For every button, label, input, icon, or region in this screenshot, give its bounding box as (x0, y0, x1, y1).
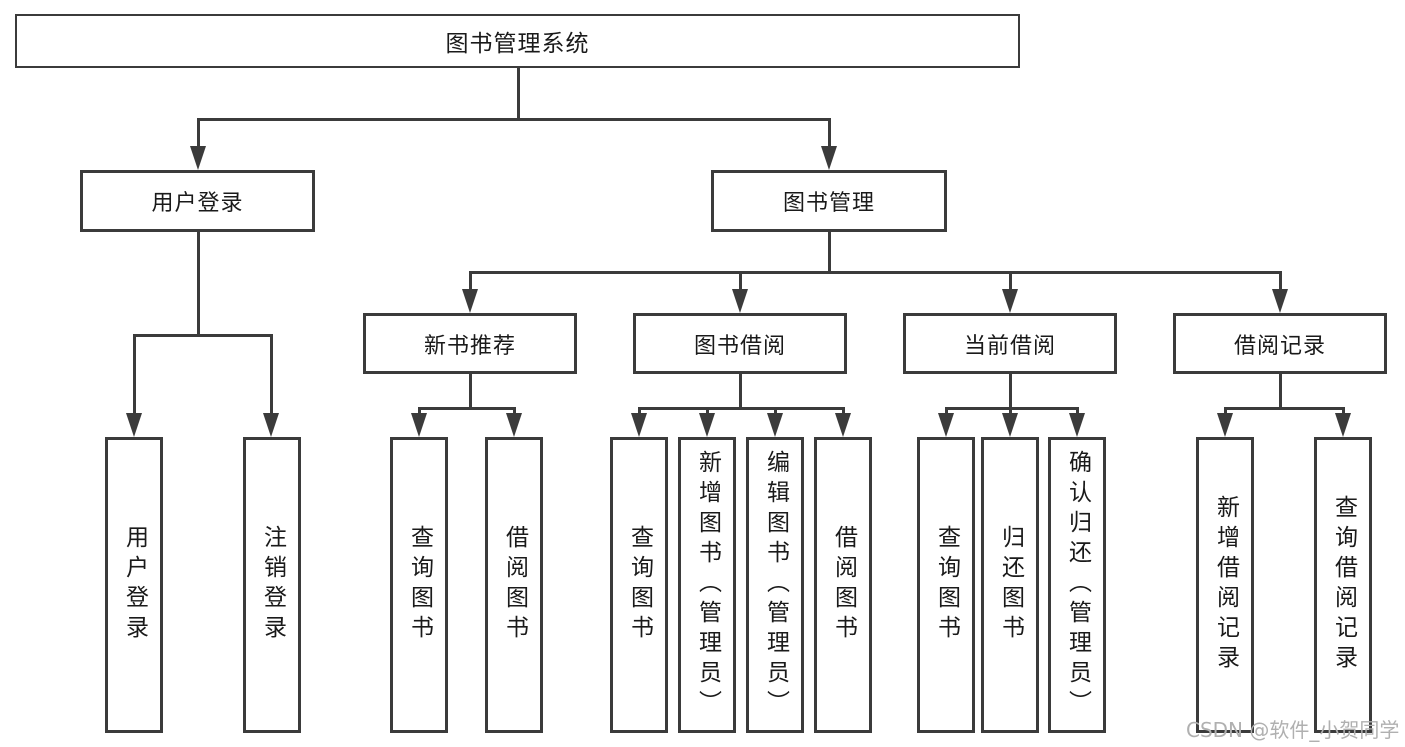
node-root-label: 图书管理系统 (445, 31, 590, 57)
leaf-return-book-label: 归还图书 (997, 525, 1024, 645)
node-user-login-label: 用户登录 (151, 191, 244, 216)
arrowhead-down-icon (821, 146, 837, 170)
connector-line (1009, 374, 1012, 409)
leaf-query-book-2: 查询图书 (610, 437, 668, 733)
connector-line (774, 407, 777, 415)
connector-line (469, 271, 472, 291)
connector-line (1224, 407, 1345, 410)
leaf-return-book: 归还图书 (981, 437, 1039, 733)
node-borrow-record: 借阅记录 (1173, 313, 1387, 374)
connector-line (1342, 407, 1345, 415)
node-current-borrow-label: 当前借阅 (963, 333, 1056, 359)
node-current-borrow: 当前借阅 (903, 313, 1117, 374)
leaf-user-login: 用户登录 (105, 437, 163, 733)
connector-line (513, 407, 516, 415)
arrowhead-down-icon (1217, 413, 1233, 437)
leaf-query-book-3: 查询图书 (917, 437, 975, 733)
leaf-query-book-1: 查询图书 (390, 437, 448, 733)
arrowhead-down-icon (767, 413, 783, 437)
connector-line (739, 374, 742, 409)
csdn-watermark: CSDN @软件_小贺同学 (1186, 718, 1400, 742)
connector-line (1279, 374, 1282, 409)
arrowhead-down-icon (263, 413, 279, 437)
arrowhead-down-icon (631, 413, 647, 437)
node-root: 图书管理系统 (15, 14, 1020, 68)
connector-line (638, 407, 845, 410)
arrowhead-down-icon (506, 413, 522, 437)
leaf-borrow-book-2: 借阅图书 (814, 437, 872, 733)
connector-line (418, 407, 516, 410)
connector-line (469, 374, 472, 409)
arrowhead-down-icon (462, 289, 478, 313)
node-book-borrow-label: 图书借阅 (693, 333, 786, 359)
connector-line (197, 118, 200, 148)
leaf-add-book-admin: 新增图书（管理员） (678, 437, 736, 733)
connector-line (828, 118, 831, 148)
connector-line (828, 232, 831, 273)
connector-line (270, 334, 273, 415)
node-new-book-recommend-label: 新书推荐 (423, 333, 516, 359)
node-borrow-record-label: 借阅记录 (1233, 333, 1326, 359)
connector-line (1076, 407, 1079, 415)
connector-line (133, 334, 273, 337)
connector-line (842, 407, 845, 415)
leaf-query-book-3-label: 查询图书 (933, 525, 960, 645)
leaf-edit-book-admin-label: 编辑图书（管理员） (762, 450, 789, 720)
leaf-user-login-label: 用户登录 (121, 525, 148, 645)
leaf-query-book-1-label: 查询图书 (406, 525, 433, 645)
arrowhead-down-icon (126, 413, 142, 437)
arrowhead-down-icon (732, 289, 748, 313)
arrowhead-down-icon (1002, 413, 1018, 437)
connector-line (133, 334, 136, 415)
connector-line (1224, 407, 1227, 415)
arrowhead-down-icon (699, 413, 715, 437)
connector-line (739, 271, 742, 291)
leaf-confirm-return-admin-label: 确认归还（管理员） (1064, 450, 1091, 720)
connector-line (945, 407, 1079, 410)
connector-line (1009, 271, 1012, 291)
leaf-add-borrow-record-label: 新增借阅记录 (1212, 495, 1239, 675)
node-book-borrow: 图书借阅 (633, 313, 847, 374)
leaf-query-borrow-record-label: 查询借阅记录 (1330, 495, 1357, 675)
leaf-add-borrow-record: 新增借阅记录 (1196, 437, 1254, 733)
arrowhead-down-icon (1069, 413, 1085, 437)
leaf-logout: 注销登录 (243, 437, 301, 733)
connector-line (638, 407, 641, 415)
leaf-query-borrow-record: 查询借阅记录 (1314, 437, 1372, 733)
node-user-login: 用户登录 (80, 170, 315, 232)
leaf-edit-book-admin: 编辑图书（管理员） (746, 437, 804, 733)
arrowhead-down-icon (1335, 413, 1351, 437)
node-new-book-recommend: 新书推荐 (363, 313, 577, 374)
connector-line (418, 407, 421, 415)
arrowhead-down-icon (190, 146, 206, 170)
node-book-management-label: 图书管理 (782, 191, 875, 216)
leaf-query-book-2-label: 查询图书 (626, 525, 653, 645)
connector-line (706, 407, 709, 415)
connector-line (469, 271, 1281, 274)
leaf-confirm-return-admin: 确认归还（管理员） (1048, 437, 1106, 733)
arrowhead-down-icon (938, 413, 954, 437)
leaf-borrow-book-2-label: 借阅图书 (830, 525, 857, 645)
connector-line (1279, 271, 1282, 291)
leaf-add-book-admin-label: 新增图书（管理员） (694, 450, 721, 720)
leaf-borrow-book-1-label: 借阅图书 (501, 525, 528, 645)
leaf-borrow-book-1: 借阅图书 (485, 437, 543, 733)
arrowhead-down-icon (1002, 289, 1018, 313)
connector-line (517, 68, 520, 120)
connector-line (197, 232, 200, 336)
connector-line (197, 118, 830, 121)
connector-line (945, 407, 948, 415)
node-book-management: 图书管理 (711, 170, 947, 232)
arrowhead-down-icon (411, 413, 427, 437)
arrowhead-down-icon (835, 413, 851, 437)
arrowhead-down-icon (1272, 289, 1288, 313)
leaf-logout-label: 注销登录 (259, 525, 286, 645)
connector-line (1009, 407, 1012, 415)
